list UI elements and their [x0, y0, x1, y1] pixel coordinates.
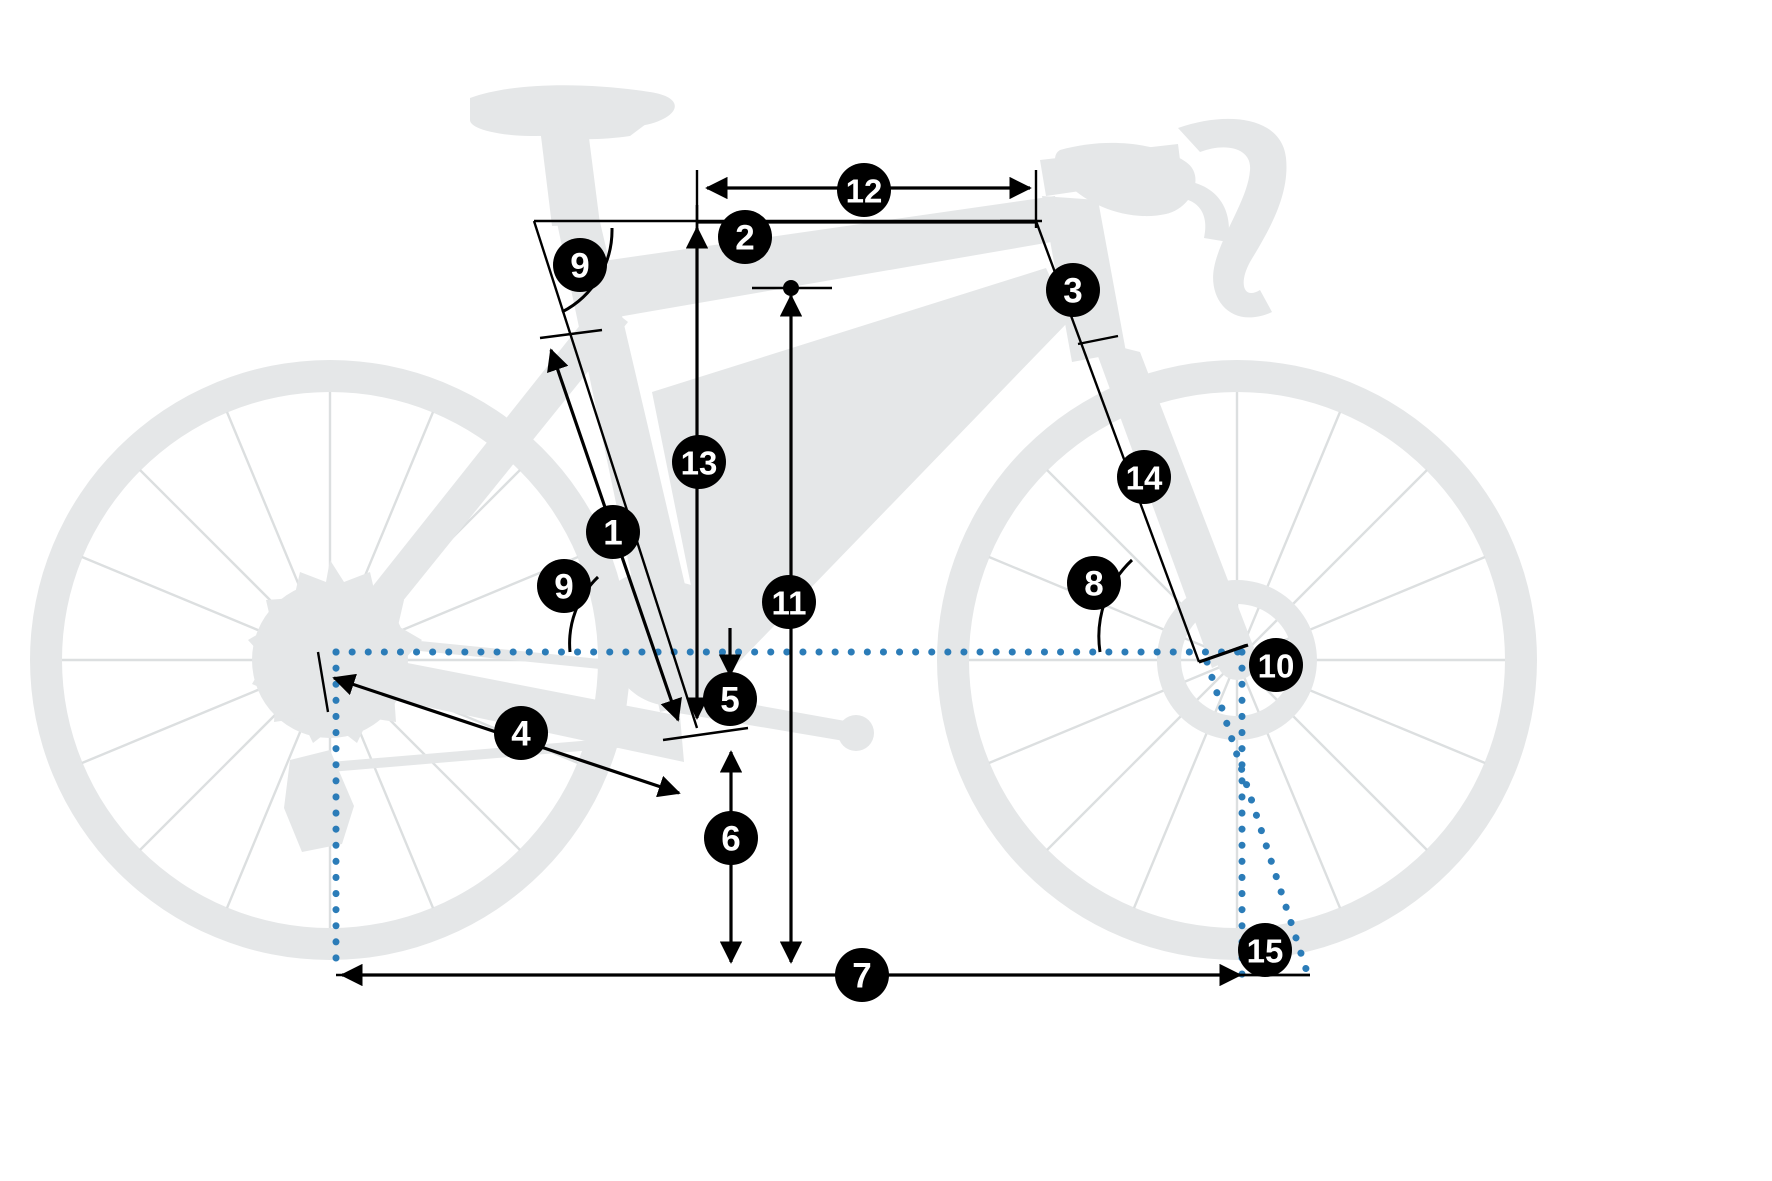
badge-label: 9: [554, 568, 573, 607]
badge-13[interactable]: 13: [672, 435, 726, 489]
badge-9-lower[interactable]: 9: [537, 559, 591, 613]
badge-circle: [718, 210, 772, 264]
badge-label: 12: [846, 173, 883, 210]
saddle-and-seatpost: [470, 85, 675, 226]
badge-label: 6: [721, 820, 740, 859]
badge-circle: [553, 238, 607, 292]
badge-3[interactable]: 3: [1046, 263, 1100, 317]
stack-origin-dot: [783, 280, 799, 296]
badge-label: 10: [1258, 648, 1295, 685]
badge-circle: [762, 575, 816, 629]
badge-circle: [672, 435, 726, 489]
badge-circle: [837, 163, 891, 217]
brake-hood: [1055, 142, 1196, 217]
badge-circle: [537, 559, 591, 613]
badge-label: 13: [681, 445, 718, 482]
pedal-spindle: [838, 715, 874, 751]
bar-tape: [1176, 180, 1230, 242]
head-tube-tick: [1077, 334, 1119, 346]
badge-label: 1: [603, 514, 622, 553]
top-tube-shape: [596, 196, 1063, 318]
badge-label: 7: [852, 957, 871, 996]
badge-2[interactable]: 2: [718, 210, 772, 264]
badge-circle: [1046, 263, 1100, 317]
dim-fork-offset: [1198, 643, 1249, 664]
rotor-vents: [1188, 587, 1286, 733]
badge-circle: [494, 706, 548, 760]
arc-seat-angle-lower: [568, 575, 600, 653]
badge-label: 5: [720, 681, 739, 720]
badge-6[interactable]: 6: [704, 811, 758, 865]
badge-label: 9: [570, 247, 589, 286]
badge-circle: [704, 811, 758, 865]
badge-9-upper[interactable]: 9: [553, 238, 607, 292]
badge-10[interactable]: 10: [1249, 638, 1303, 692]
down-tube-shape: [652, 268, 1070, 690]
badge-8[interactable]: 8: [1067, 556, 1121, 610]
badge-5[interactable]: 5: [703, 672, 757, 726]
badge-11[interactable]: 11: [762, 575, 816, 629]
badge-circle: [835, 948, 889, 1002]
badge-label: 15: [1247, 933, 1284, 970]
badge-label: 8: [1084, 565, 1103, 604]
badge-label: 11: [772, 585, 807, 622]
bb-tick-upper: [539, 328, 603, 340]
badge-circle: [1238, 923, 1292, 977]
badge-15[interactable]: 15: [1238, 923, 1292, 977]
rear-dropout-tick: [316, 651, 330, 713]
badge-1[interactable]: 1: [586, 505, 640, 559]
badge-circle: [1249, 638, 1303, 692]
badge-label: 3: [1063, 272, 1082, 311]
badge-14[interactable]: 14: [1117, 450, 1171, 504]
badge-circle: [586, 505, 640, 559]
steering-axis-reference: [1203, 658, 1311, 976]
badge-circle: [1117, 450, 1171, 504]
handlebar: [1178, 118, 1287, 318]
cockpit: [1040, 118, 1287, 318]
badge-circle: [703, 672, 757, 726]
badge-circle: [1067, 556, 1121, 610]
seatpost: [540, 128, 600, 226]
badge-label: 14: [1126, 460, 1163, 497]
badge-label: 2: [735, 219, 754, 258]
badge-label: 4: [511, 715, 531, 754]
fork-shape: [1092, 340, 1254, 668]
badge-7[interactable]: 7: [835, 948, 889, 1002]
badge-12[interactable]: 12: [837, 163, 891, 217]
badge-4[interactable]: 4: [494, 706, 548, 760]
